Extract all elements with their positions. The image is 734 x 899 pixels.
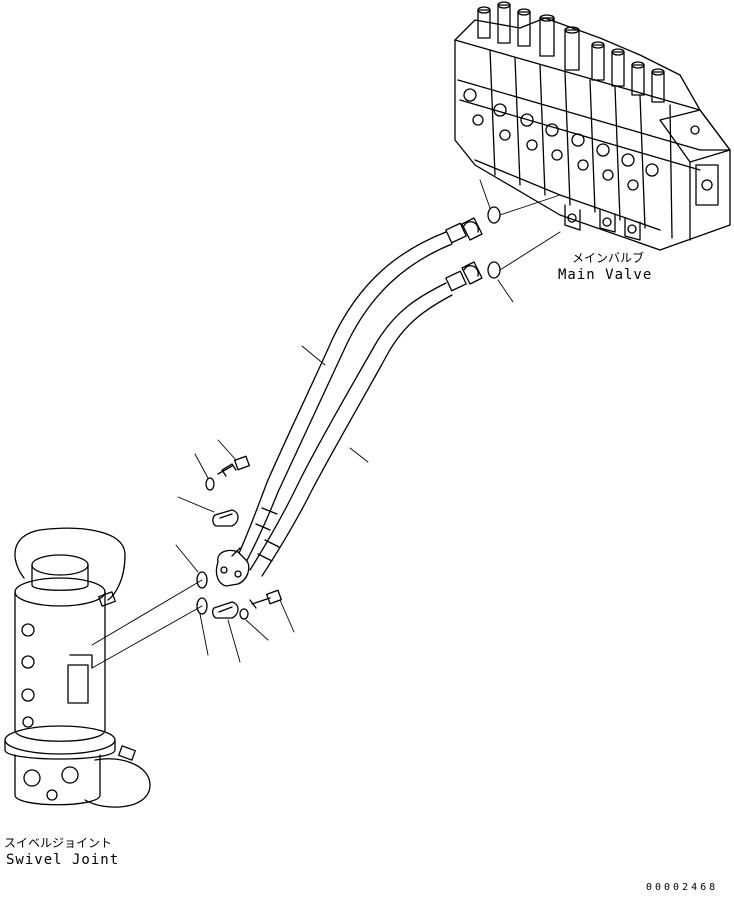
- flange-clamp-upper: [213, 510, 238, 526]
- o-ring-valve-upper: [488, 207, 500, 223]
- bolt-upper: [218, 456, 249, 476]
- o-ring-swivel-upper: [197, 572, 207, 588]
- flange-clamp-lower: [213, 602, 238, 618]
- swivel-joint-label-jp: スイベルジョイント: [4, 836, 113, 850]
- hose-swivel-flange: [216, 548, 248, 586]
- main-valve-label-jp: メインバルブ: [572, 251, 645, 265]
- washer-lower: [240, 609, 248, 619]
- leader-lines: [176, 180, 513, 662]
- main-valve-label-en: Main Valve: [558, 267, 653, 283]
- connection-lines: [92, 195, 560, 668]
- drawing-number: 00002468: [646, 882, 719, 893]
- hose-lower: [250, 262, 482, 576]
- swivel-joint-label-en: Swivel Joint: [6, 852, 120, 868]
- swivel-joint: [5, 528, 150, 807]
- bolt-lower: [250, 590, 281, 608]
- hose-upper: [235, 218, 482, 568]
- main-valve: [455, 2, 730, 250]
- o-ring-valve-lower: [488, 262, 500, 278]
- o-ring-swivel-lower: [197, 598, 207, 614]
- washer-upper: [206, 478, 214, 490]
